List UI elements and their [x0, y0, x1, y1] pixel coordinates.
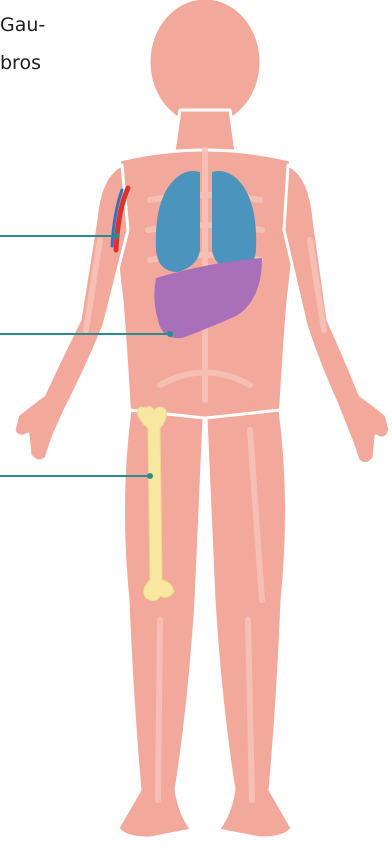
- femur-dot: [147, 473, 153, 479]
- neck: [174, 110, 236, 152]
- vessel-dot: [113, 233, 119, 239]
- child-silhouette: [14, 0, 390, 838]
- caption-line-2: bros: [0, 44, 45, 82]
- head: [149, 0, 261, 126]
- right-arm: [284, 165, 390, 464]
- caption-text: Gau- bros: [0, 6, 45, 82]
- left-arm: [14, 165, 128, 461]
- right-tibia-hint: [248, 620, 252, 800]
- caption-line-1: Gau-: [0, 6, 45, 44]
- liver-dot: [167, 331, 173, 337]
- left-tibia-hint: [158, 620, 160, 800]
